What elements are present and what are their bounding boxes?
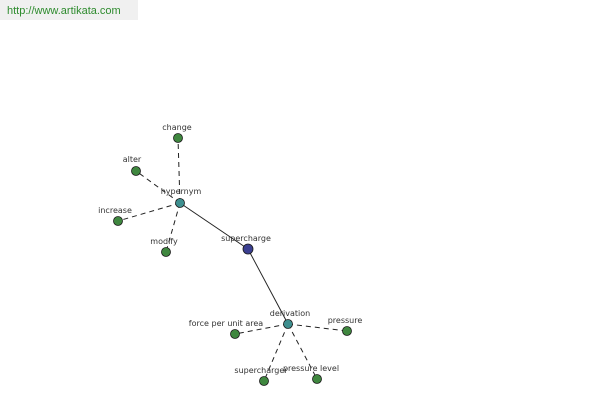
- graph-nodes: [113, 133, 352, 386]
- term-label: pressure level: [283, 364, 339, 373]
- graph-edges: [117, 137, 348, 382]
- edge-derivation-to-term: [287, 323, 348, 332]
- term-node[interactable]: [113, 216, 123, 226]
- edge-center-to-derivation: [247, 248, 289, 325]
- center-node[interactable]: [242, 243, 254, 255]
- term-label: supercharger: [234, 366, 288, 375]
- watermark-bar: http://www.artikata.com: [0, 0, 138, 20]
- edge-hypernym-to-term: [117, 202, 181, 222]
- term-label: change: [162, 123, 192, 132]
- term-node[interactable]: [131, 166, 141, 176]
- relation-node-hypernym[interactable]: [175, 198, 185, 208]
- term-node[interactable]: [312, 374, 322, 384]
- edge-derivation-to-term: [263, 323, 289, 382]
- term-node[interactable]: [230, 329, 240, 339]
- term-label: force per unit area: [189, 319, 264, 328]
- edge-hypernym-to-term: [177, 137, 181, 204]
- edge-derivation-to-term: [287, 323, 318, 380]
- edge-hypernym-to-term: [135, 170, 181, 204]
- relation-node-derivation[interactable]: [283, 319, 293, 329]
- watermark-link[interactable]: http://www.artikata.com: [7, 5, 121, 17]
- term-node[interactable]: [342, 326, 352, 336]
- term-node[interactable]: [173, 133, 183, 143]
- relation-label: derivation: [270, 309, 310, 318]
- term-node[interactable]: [161, 247, 171, 257]
- term-label: modify: [150, 237, 178, 246]
- graph-labels: change alter increase modify hypernym force p…: [98, 123, 362, 375]
- relation-label: hypernym: [161, 187, 202, 196]
- term-label: pressure: [328, 316, 363, 325]
- term-node[interactable]: [259, 376, 269, 386]
- term-label: increase: [98, 206, 132, 215]
- term-label: alter: [123, 155, 142, 164]
- edge-center-to-hypernym: [179, 202, 249, 250]
- center-label: supercharge: [221, 234, 271, 243]
